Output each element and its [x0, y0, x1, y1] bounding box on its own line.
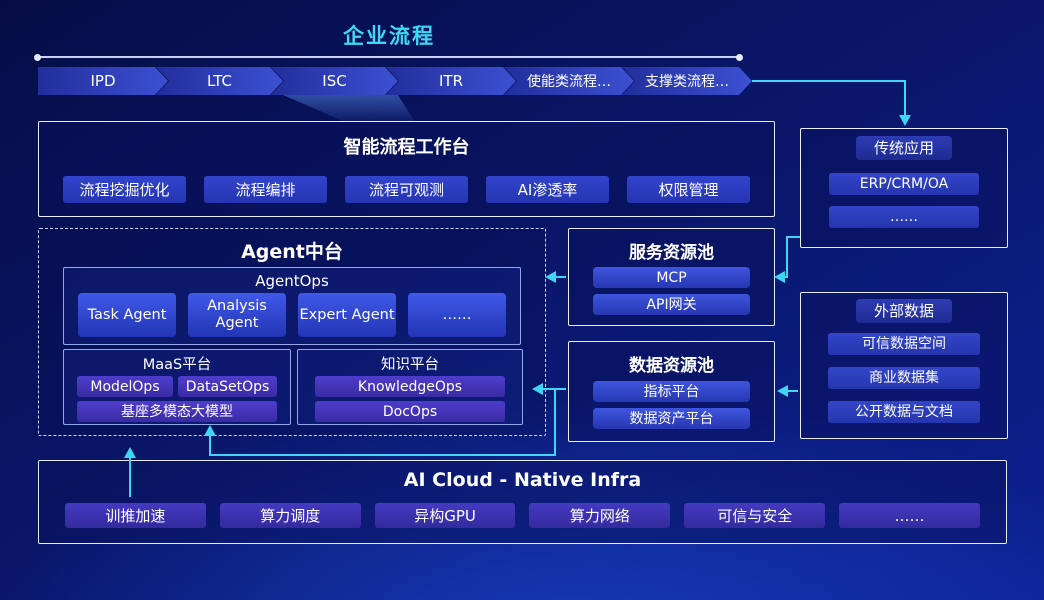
- chevron-ltc: LTC: [156, 67, 283, 95]
- agent-tile-more: ……: [408, 293, 506, 337]
- arrowhead-left-icon: [545, 271, 556, 283]
- metrics-platform-chip: 指标平台: [593, 381, 750, 402]
- modelops-chip: ModelOps: [77, 376, 173, 397]
- workbench-button: 权限管理: [627, 176, 750, 203]
- infra-chip-more: ……: [839, 503, 980, 528]
- external-data-title: 外部数据: [856, 299, 952, 323]
- datasetops-chip: DataSetOps: [178, 376, 277, 397]
- foundation-model-chip: 基座多模态大模型: [77, 401, 277, 422]
- service-pool-panel: 服务资源池 MCP API网关: [568, 228, 775, 326]
- legacy-more-chip: ……: [829, 206, 979, 228]
- agentops-panel: AgentOps Task Agent Analysis Agent Exper…: [63, 267, 521, 345]
- docops-chip: DocOps: [315, 401, 505, 422]
- chevron-label: 支撑类流程…: [645, 74, 729, 90]
- agent-tile-analysis: Analysis Agent: [188, 293, 286, 337]
- maas-title: MaaS平台: [142, 357, 212, 373]
- infra-chips: 训推加速 算力调度 异构GPU 算力网络 可信与安全 ……: [65, 503, 980, 528]
- agent-platform-panel: Agent中台 AgentOps Task Agent Analysis Age…: [38, 228, 546, 436]
- service-pool-title: 服务资源池: [629, 243, 714, 263]
- public-data-docs-chip: 公开数据与文档: [828, 401, 980, 423]
- mcp-chip: MCP: [593, 267, 750, 288]
- workbench-button: 流程编排: [204, 176, 327, 203]
- process-chain: IPD LTC ISC ITR 使能类流程… 支撑类流程…: [38, 67, 755, 95]
- chevron-label: ISC: [322, 72, 347, 90]
- arrowhead-down-icon: [899, 115, 911, 126]
- chevron-ipd: IPD: [38, 67, 168, 95]
- agent-tiles: Task Agent Analysis Agent Expert Agent ……: [78, 293, 506, 337]
- workbench-button: 流程可观测: [345, 176, 468, 203]
- workbench-button: 流程挖掘优化: [63, 176, 186, 203]
- funnel-shape: [283, 95, 415, 122]
- api-gateway-chip: API网关: [593, 294, 750, 315]
- commercial-dataset-chip: 商业数据集: [828, 367, 980, 389]
- chevron-supporting: 支撑类流程…: [622, 67, 752, 95]
- arrowhead-left-icon: [774, 271, 785, 283]
- arrowhead-up-icon: [124, 447, 136, 458]
- infra-chip-gpu: 异构GPU: [374, 503, 516, 528]
- arrowhead-left-icon: [777, 385, 788, 397]
- workbench-button: AI渗透率: [486, 176, 609, 203]
- infra-chip-security: 可信与安全: [684, 503, 826, 528]
- legacy-apps-title: 传统应用: [856, 136, 952, 160]
- chevron-itr: ITR: [386, 67, 516, 95]
- arrow-legacy-to-service-pool: [781, 236, 800, 278]
- chevron-label: IPD: [90, 72, 116, 90]
- agentops-title: AgentOps: [255, 272, 329, 290]
- maas-panel: MaaS平台 ModelOps DataSetOps 基座多模态大模型: [63, 349, 291, 425]
- arrow-chain-to-legacy: [752, 80, 906, 116]
- agent-tile-task: Task Agent: [78, 293, 176, 337]
- infra-chip-train: 训推加速: [65, 503, 206, 528]
- workbench-panel: 智能流程工作台 流程挖掘优化 流程编排 流程可观测 AI渗透率 权限管理: [38, 121, 775, 217]
- data-pool-title: 数据资源池: [629, 356, 714, 376]
- agent-tile-expert: Expert Agent: [298, 293, 396, 337]
- infra-chip-network: 算力网络: [529, 503, 671, 528]
- data-asset-platform-chip: 数据资产平台: [593, 408, 750, 429]
- title-underline: [40, 56, 737, 58]
- legacy-apps-panel: 传统应用 ERP/CRM/OA ……: [800, 128, 1008, 248]
- chevron-label: LTC: [206, 72, 233, 90]
- chevron-label: ITR: [438, 72, 463, 90]
- agent-platform-title: Agent中台: [241, 241, 343, 263]
- data-pool-panel: 数据资源池 指标平台 数据资产平台: [568, 341, 775, 442]
- knowledge-panel: 知识平台 KnowledgeOps DocOps: [297, 349, 523, 425]
- knowledgeops-chip: KnowledgeOps: [315, 376, 505, 397]
- erp-crm-oa-chip: ERP/CRM/OA: [829, 173, 979, 195]
- infra-chip-scheduling: 算力调度: [219, 503, 361, 528]
- chevron-isc: ISC: [271, 67, 398, 95]
- external-data-panel: 外部数据 可信数据空间 商业数据集 公开数据与文档: [800, 292, 1008, 439]
- workbench-buttons: 流程挖掘优化 流程编排 流程可观测 AI渗透率 权限管理: [63, 176, 750, 203]
- line-dot-right: [736, 54, 743, 61]
- knowledge-title: 知识平台: [381, 357, 439, 373]
- chevron-label: 使能类流程…: [527, 74, 611, 90]
- line-dot-left: [34, 54, 41, 61]
- infra-title: AI Cloud - Native Infra: [403, 469, 642, 491]
- workbench-title: 智能流程工作台: [343, 137, 470, 158]
- diagram-title: 企业流程: [343, 24, 435, 48]
- trusted-data-space-chip: 可信数据空间: [828, 333, 980, 355]
- chevron-enabling: 使能类流程…: [504, 67, 634, 95]
- infra-panel: AI Cloud - Native Infra 训推加速 算力调度 异构GPU …: [38, 460, 1007, 544]
